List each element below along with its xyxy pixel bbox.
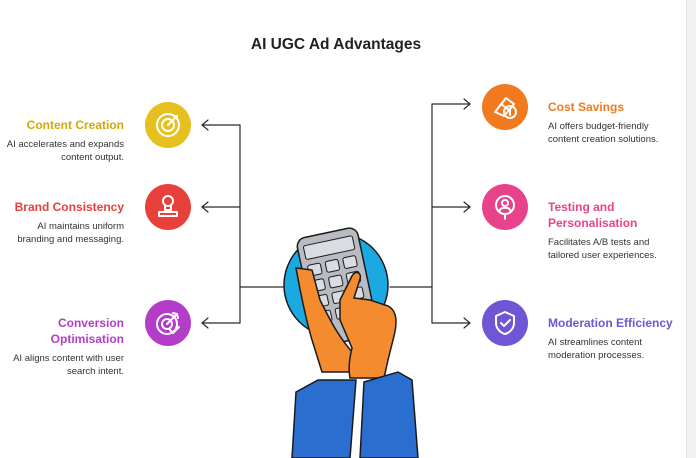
- cost-savings-item: Cost Savings AI offers budget-friendly c…: [548, 99, 673, 146]
- page-title: AI UGC Ad Advantages: [250, 36, 422, 53]
- testing-personalisation-item: Testing and Personalisation Facilitates …: [548, 199, 673, 262]
- content-creation-heading: Content Creation: [26, 118, 124, 132]
- target-icon: [145, 102, 191, 148]
- testing-personalisation-heading: Testing and Personalisation: [548, 200, 638, 230]
- search-person-icon: [482, 184, 528, 230]
- conversion-optimisation-item: Conversion Optimisation AI aligns conten…: [6, 315, 124, 378]
- conversion-optimisation-heading: Conversion Optimisation: [50, 316, 124, 346]
- content-creation-item: Content Creation AI accelerates and expa…: [6, 117, 124, 164]
- testing-personalisation-desc: Facilitates A/B tests and tailored user …: [548, 237, 657, 261]
- dartboard-icon: [145, 300, 191, 346]
- moderation-efficiency-item: Moderation Efficiency AI streamlines con…: [548, 315, 673, 362]
- stamp-icon: [145, 184, 191, 230]
- moderation-efficiency-heading: Moderation Efficiency: [548, 316, 673, 330]
- brand-consistency-heading: Brand Consistency: [14, 200, 124, 214]
- content-creation-desc: AI accelerates and expands content outpu…: [6, 139, 124, 163]
- conversion-optimisation-desc: AI aligns content with user search inten…: [13, 353, 124, 377]
- money-icon: [482, 84, 528, 130]
- vertical-scrollbar[interactable]: [686, 0, 696, 458]
- brand-consistency-item: Brand Consistency AI maintains uniform b…: [6, 199, 124, 246]
- hands-keypad-illustration: [283, 227, 419, 458]
- cost-savings-heading: Cost Savings: [548, 100, 625, 114]
- shield-icon: [482, 300, 528, 346]
- moderation-efficiency-desc: AI streamlines content moderation proces…: [548, 337, 645, 361]
- cost-savings-desc: AI offers budget-friendly content creati…: [548, 121, 659, 145]
- brand-consistency-desc: AI maintains uniform branding and messag…: [17, 221, 124, 245]
